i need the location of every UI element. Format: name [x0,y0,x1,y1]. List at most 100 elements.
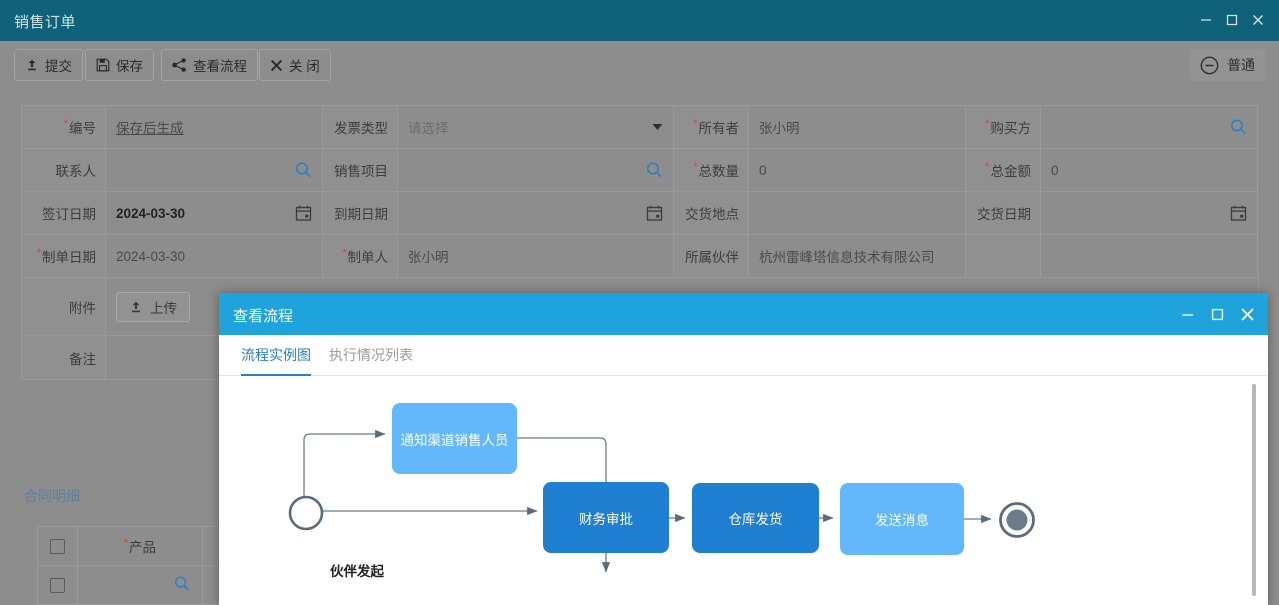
required-star: * [123,537,129,549]
field-label-due-date: 到期日期 [323,192,398,234]
field-label-owner: *所有者 [674,106,749,148]
close-x-icon [270,59,283,71]
flow-node-notify[interactable]: 通知渠道销售人员 [392,403,517,474]
field-value-code[interactable]: 保存后生成 [106,106,323,148]
column-header-label: 产品 [129,540,157,555]
field-label-attachment: 附件 [22,278,106,335]
required-star: * [693,161,698,173]
flow-canvas-scrollbar[interactable] [1252,384,1256,596]
close-icon[interactable] [1236,303,1258,325]
maximize-icon[interactable] [1206,303,1228,325]
modal-tabs: 流程实例图 执行情况列表 [219,335,1268,376]
flow-node-warehouse-shipping[interactable]: 仓库发货 [692,483,819,553]
required-star: * [985,118,990,130]
label-text: 到期日期 [334,207,388,222]
minus-circle-icon [1200,56,1219,74]
field-value-delivery-place[interactable] [749,192,966,234]
save-button[interactable]: 保存 [85,49,154,81]
field-value-buyer[interactable] [1041,106,1258,148]
flow-start-node[interactable] [287,494,325,532]
minimize-icon[interactable] [1193,9,1219,31]
label-text: 购买方 [990,121,1032,136]
flow-node-label: 财务审批 [579,511,633,527]
field-label-buyer: *购买方 [966,106,1041,148]
view-process-modal: 查看流程 流程实例图 执行情况列表 [219,293,1268,605]
row-checkbox[interactable] [49,577,65,593]
row-select-cell[interactable] [38,566,78,604]
field-value-total-qty[interactable]: 0 [749,149,966,191]
total-qty-value: 0 [759,162,767,178]
form-row: *制单日期 2024-03-30 *制单人 张小明 所属伙伴 杭州雷峰塔信息技术… [22,235,1259,278]
submit-button-label: 提交 [45,59,72,74]
flow-node-finance-approval[interactable]: 财务审批 [543,482,669,553]
field-value-sign-date[interactable]: 2024-03-30 [106,192,323,234]
upload-icon [132,301,140,312]
flow-end-node[interactable] [998,501,1036,539]
label-text: 销售项目 [334,164,388,179]
close-icon[interactable] [1245,9,1271,31]
field-label-remark: 备注 [22,336,106,379]
search-icon[interactable] [1230,119,1247,136]
flow-node-send-message[interactable]: 发送消息 [840,483,964,555]
calendar-icon[interactable] [295,205,312,222]
minimize-icon[interactable] [1176,303,1198,325]
page-title: 销售订单 [14,14,77,31]
tab-execution-list[interactable]: 执行情况列表 [329,347,413,363]
field-value-owner[interactable]: 张小明 [749,106,966,148]
creator-value: 张小明 [408,250,449,265]
select-all-cell[interactable] [38,527,78,565]
field-label-creator: *制单人 [323,235,398,277]
calendar-icon[interactable] [646,205,663,222]
label-text: 制单日期 [42,250,96,265]
form-row: 联系人 销售项目 *总数量 0 *总金额 0 [22,149,1259,192]
maximize-icon[interactable] [1219,9,1245,31]
chevron-down-icon[interactable] [652,123,663,131]
owner-value: 张小明 [759,121,800,136]
tab-flow-diagram[interactable]: 流程实例图 [241,345,311,376]
view-process-button[interactable]: 查看流程 [161,49,258,81]
modal-window-controls [1176,303,1258,325]
close-button-label: 关 闭 [289,59,320,74]
label-text: 联系人 [55,164,97,179]
label-text: 交货地点 [685,207,739,222]
search-icon[interactable] [174,576,190,595]
field-value-sales-project[interactable] [398,149,674,191]
field-value-partner: 杭州雷峰塔信息技术有限公司 [749,235,966,277]
field-value-delivery-date[interactable] [1041,192,1258,234]
create-date-value: 2024-03-30 [116,248,186,264]
upload-button[interactable]: 上传 [116,291,190,322]
code-link[interactable]: 保存后生成 [116,121,184,136]
form-row: *编号 保存后生成 发票类型 请选择 *所有者 张小明 *购买方 [22,106,1259,149]
field-label-sales-project: 销售项目 [323,149,398,191]
cell-product[interactable] [78,566,203,604]
search-icon[interactable] [646,162,663,179]
flow-diagram-canvas[interactable]: 伙伴发起 通知渠道销售人员 财务审批 仓库发货 发送消息 [219,376,1268,605]
flow-node-label: 发送消息 [875,513,929,528]
field-label-invoice-type: 发票类型 [323,106,398,148]
form-row: 签订日期 2024-03-30 到期日期 交货地点 交货日期 [22,192,1259,235]
calendar-icon[interactable] [1230,205,1247,222]
mode-label: 普通 [1227,57,1255,73]
partner-value: 杭州雷峰塔信息技术有限公司 [759,250,935,265]
window-controls [1193,9,1271,31]
search-icon[interactable] [295,162,312,179]
mode-indicator[interactable]: 普通 [1190,49,1265,81]
field-value-due-date[interactable] [398,192,674,234]
field-label-create-date: *制单日期 [22,235,106,277]
label-text: 交货日期 [977,207,1031,222]
field-label-sign-date: 签订日期 [22,192,106,234]
label-text: 编号 [69,121,96,136]
select-all-checkbox[interactable] [49,538,65,554]
required-star: * [342,247,347,259]
section-title-contract-detail: 合同明细 [24,488,80,504]
share-icon [172,58,186,72]
field-value-contact[interactable] [106,149,323,191]
required-star: * [693,118,698,130]
save-icon [96,58,110,72]
field-value-total-amount[interactable]: 0 [1041,149,1258,191]
submit-button[interactable]: 提交 [14,49,83,81]
close-button[interactable]: 关 闭 [259,49,331,81]
field-value-invoice-type[interactable]: 请选择 [398,106,674,148]
required-star: * [63,118,68,130]
